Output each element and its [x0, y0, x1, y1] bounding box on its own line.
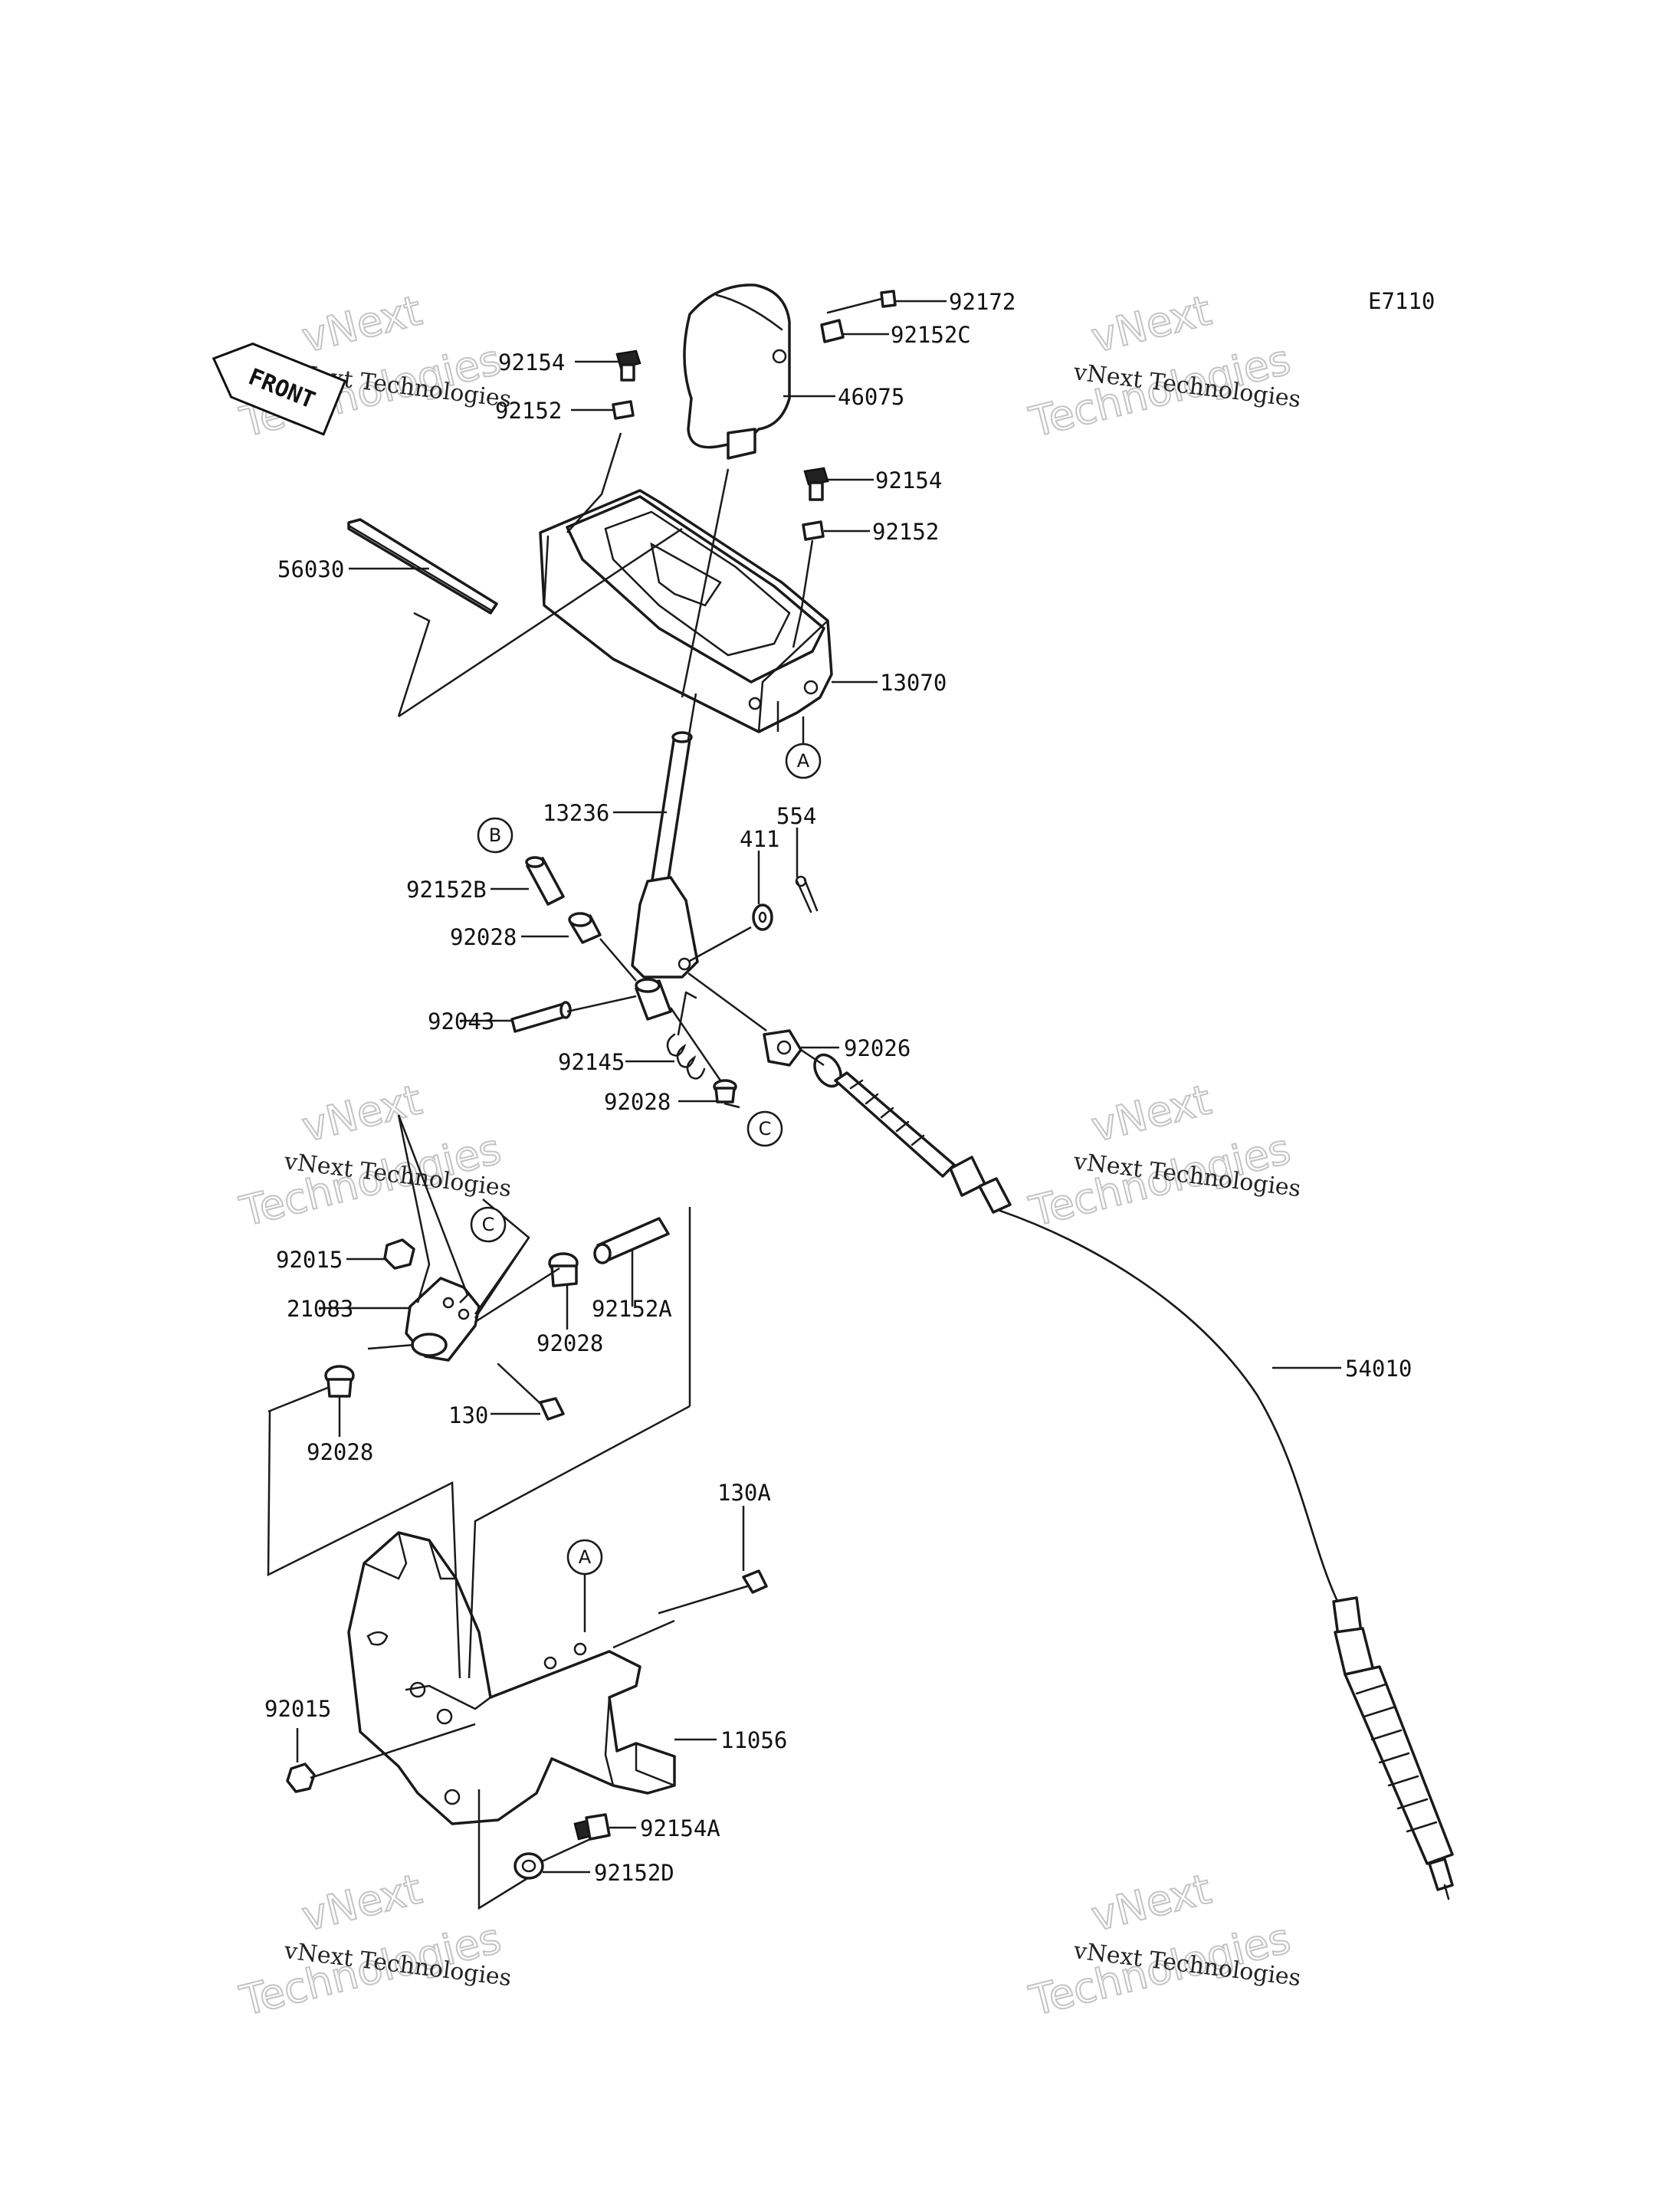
watermark-mid-right: vNext Technologies vNext Technologies: [1024, 1074, 1302, 1237]
front-arrow-icon: FRONT: [212, 342, 347, 436]
screw-92172: [826, 290, 897, 314]
bracket-21083: [405, 1277, 481, 1362]
watermark-bottom-right: vNext Technologies vNext Technologies: [1024, 1864, 1302, 2026]
part-label-92026: 92026: [844, 1035, 911, 1061]
bushing-92028-left: [324, 1365, 355, 1398]
bushing-92028-mid: [548, 1252, 579, 1287]
shift-cable: [813, 1053, 1454, 1900]
part-label-92152-right: 92152: [872, 519, 939, 545]
shift-console: [539, 489, 833, 733]
part-label-92145: 92145: [558, 1049, 625, 1075]
part-label-92152a: 92152A: [592, 1296, 672, 1322]
collar-92152-left: [612, 400, 635, 420]
watermark-mid-left: vNext Technologies vNext Technologies: [235, 1074, 513, 1237]
svg-text:A: A: [797, 750, 810, 772]
part-label-130: 130: [448, 1402, 488, 1428]
part-label-92043: 92043: [428, 1008, 494, 1035]
bolt-92154a: [573, 1813, 611, 1841]
part-label-21083: 21083: [287, 1296, 353, 1322]
part-label-92172: 92172: [949, 289, 1016, 315]
part-label-13070: 13070: [880, 670, 947, 696]
part-label-92028-lower: 92028: [604, 1089, 671, 1115]
svg-text:vNext: vNext: [1087, 286, 1216, 362]
ref-circle-c-upper: C: [746, 1110, 783, 1147]
part-label-92152b: 92152B: [406, 877, 487, 903]
spring-92145: [666, 991, 706, 1080]
part-label-92028-left: 92028: [307, 1439, 373, 1465]
clip-92026: [763, 1029, 802, 1067]
cotter-pin-554: [795, 875, 819, 913]
part-label-92152d: 92152D: [594, 1860, 674, 1886]
svg-text:vNext: vNext: [297, 1075, 426, 1151]
ref-circle-b: B: [477, 817, 514, 854]
bolt-130: [497, 1362, 565, 1421]
part-label-54010: 54010: [1345, 1356, 1412, 1382]
ref-circle-c-lower: C: [470, 1206, 507, 1243]
shift-lever: [631, 731, 699, 979]
leader-lines: [267, 300, 1341, 1910]
svg-text:C: C: [482, 1214, 495, 1235]
collar-92152b: [525, 856, 565, 906]
bushing-92028-upper: [568, 912, 602, 944]
collar-92152a: [593, 1217, 670, 1264]
part-label-92028-mid: 92028: [536, 1330, 603, 1356]
collar-92152c: [820, 319, 845, 343]
svg-text:vNext: vNext: [297, 1864, 426, 1940]
part-label-92028-upper: 92028: [450, 924, 517, 950]
bolt-130a: [658, 1569, 768, 1615]
nut-92015-upper: [383, 1238, 415, 1270]
base-bracket-11056: [347, 1531, 676, 1825]
watermark-top-right: vNext Technologies vNext Technologies: [1024, 285, 1302, 448]
collar-92152-right: [802, 520, 825, 541]
ref-circle-a-lower: A: [566, 1539, 603, 1632]
strap-56030: [347, 518, 498, 615]
part-label-46075: 46075: [838, 384, 904, 410]
diagram-code: E7110: [1368, 288, 1435, 314]
collar-92152d: [514, 1852, 544, 1880]
bolt-92154-right: [803, 467, 829, 501]
svg-text:A: A: [579, 1546, 592, 1568]
svg-text:vNext: vNext: [297, 286, 426, 362]
pin-92043: [510, 1001, 572, 1033]
part-label-56030: 56030: [277, 556, 344, 582]
svg-text:vNext: vNext: [1087, 1864, 1216, 1940]
part-label-92154a: 92154A: [640, 1815, 720, 1841]
part-label-92015-lower: 92015: [264, 1696, 331, 1722]
part-label-554: 554: [776, 803, 816, 829]
svg-text:B: B: [489, 825, 501, 846]
ref-circle-a-upper: A: [785, 716, 822, 779]
svg-text:C: C: [759, 1118, 772, 1139]
nut-92015-lower: [286, 1763, 316, 1793]
part-label-92152-left: 92152: [495, 398, 562, 424]
svg-text:vNext: vNext: [1087, 1075, 1216, 1151]
part-label-130a: 130A: [717, 1480, 771, 1506]
part-label-92152c: 92152C: [891, 322, 971, 348]
part-label-13236: 13236: [543, 800, 609, 826]
part-labels: 92172 92152C 46075 92154 92152 92154 921…: [264, 289, 1412, 1886]
part-label-411: 411: [740, 826, 779, 852]
bushing-92028-lower: [713, 1079, 737, 1103]
washer-411: [752, 903, 773, 931]
part-label-92154-left: 92154: [498, 349, 565, 375]
part-label-11056: 11056: [720, 1727, 787, 1753]
watermark-bottom-left: vNext Technologies vNext Technologies: [235, 1864, 513, 2026]
bolt-92154-left: [615, 349, 641, 382]
part-label-92015-upper: 92015: [276, 1247, 343, 1273]
part-label-92154-right: 92154: [875, 467, 942, 494]
shift-knob: [683, 284, 791, 460]
lever-bushing: [635, 978, 672, 1021]
